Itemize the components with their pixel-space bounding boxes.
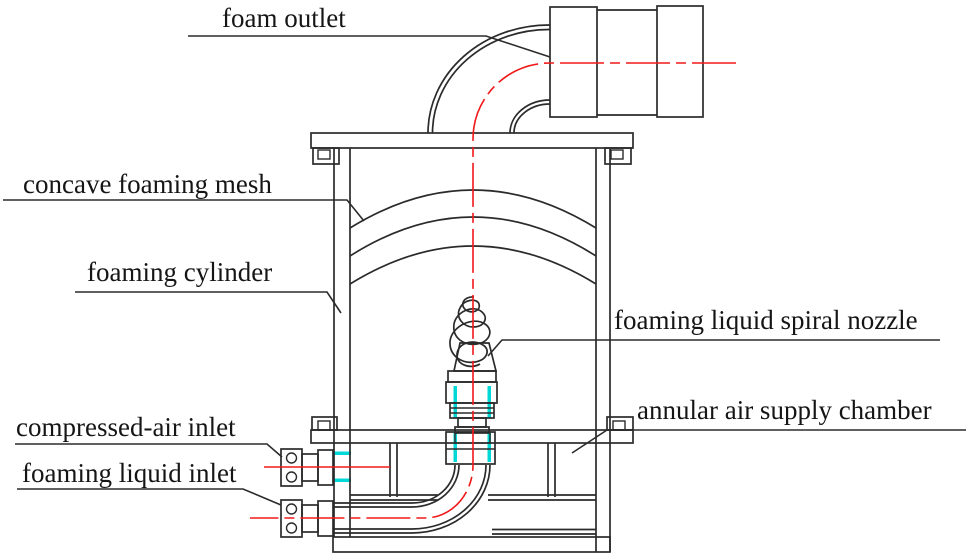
top-plate-foot-left [312,147,340,165]
outlet-elbow-inner-arc-2 [513,103,551,134]
chamber-lower-shelf-right [492,528,596,535]
nozzle-seal-lower-right [487,433,491,462]
top-plate-foot-left-notch [317,149,331,160]
spiral-element [449,296,491,368]
chamber-inner-wall-right [547,443,556,497]
foaming-cylinder-body [310,132,634,552]
label-annular-air-supply-chamber: annular air supply chamber [637,395,932,425]
foam-outlet-leader [188,35,551,58]
label-foaming-liquid-spiral-nozzle: foaming liquid spiral nozzle [614,305,918,335]
chamber-floor-right [488,494,596,501]
nozzle-seal-upper-right [487,386,491,418]
elbow-inner-arc-2 [411,464,460,508]
air-inlet-bolt-hole-top [285,452,298,464]
centerlines [250,62,736,519]
label-compressed-air-inlet: compressed-air inlet [16,412,236,442]
label-foaming-liquid-inlet: foaming liquid inlet [22,458,237,488]
top-plate-foot-right-notch [610,149,624,160]
top-plate-foot-right [604,147,632,165]
outlet-pipe-middle [597,9,657,116]
cylinder-wall-left [333,148,351,537]
liquid-inlet-bolt-hole-top [285,503,298,515]
annular-air-supply-chamber [310,416,634,553]
main-flow-centerline [250,62,736,519]
chamber-flange-lug-right [606,416,634,431]
label-foaming-cylinder: foaming cylinder [87,257,272,287]
liquid-inlet-leader [17,488,282,506]
foaming-liquid-spiral-nozzle-assembly [445,296,498,465]
cylinder-wall-right [595,148,611,552]
outlet-elbow-outer-arc-2 [431,28,551,134]
cylinder-top-plate [310,132,634,149]
air-inlet-leader [15,443,283,458]
label-concave-foaming-mesh: concave foaming mesh [23,169,272,199]
elbow-outer-arc-1 [411,464,487,530]
elbow-inner-arc-1 [411,464,456,504]
chamber-inner-wall-left [389,443,398,497]
chamber-flange-lug-left-notch [317,420,331,431]
liquid-inlet-bolt-hole-bottom [285,522,298,534]
label-foam-outlet: foam outlet [222,3,346,33]
outlet-elbow-inner-arc-1 [509,99,551,134]
outlet-flange-block-1 [549,6,598,118]
nozzle-neck [457,417,487,428]
base-plate [332,536,611,553]
chamber-leader [571,429,966,454]
liquid-feed-elbow-pipe [333,464,491,534]
nozzle-seal-upper-left [453,386,457,418]
outlet-elbow-outer-arc-1 [427,24,551,134]
air-inlet-seal-top [333,451,351,455]
foam-outlet-assembly [427,5,704,134]
nozzle-seal-lower-left [453,433,457,462]
air-inlet-seal-bottom [333,478,351,482]
cylinder-leader [75,291,342,314]
chamber-flange-lug-right-notch [612,420,626,431]
nozzle-collar-upper [447,370,497,383]
nozzle-collar-small [454,426,490,434]
outlet-flange-block-2 [656,5,704,118]
nozzle-leader [487,339,940,357]
label-lines [3,35,966,506]
air-inlet-bolt-hole-bottom [285,471,298,483]
seal-highlights [333,386,491,482]
bottom-pipe-walls [333,502,412,534]
nozzle-groove-lines [450,407,494,414]
labels: foam outlet concave foaming mesh foaming… [16,3,932,488]
mesh-leader [3,199,365,222]
chamber-floor-left [350,494,438,501]
elbow-outer-arc-2 [411,464,491,534]
